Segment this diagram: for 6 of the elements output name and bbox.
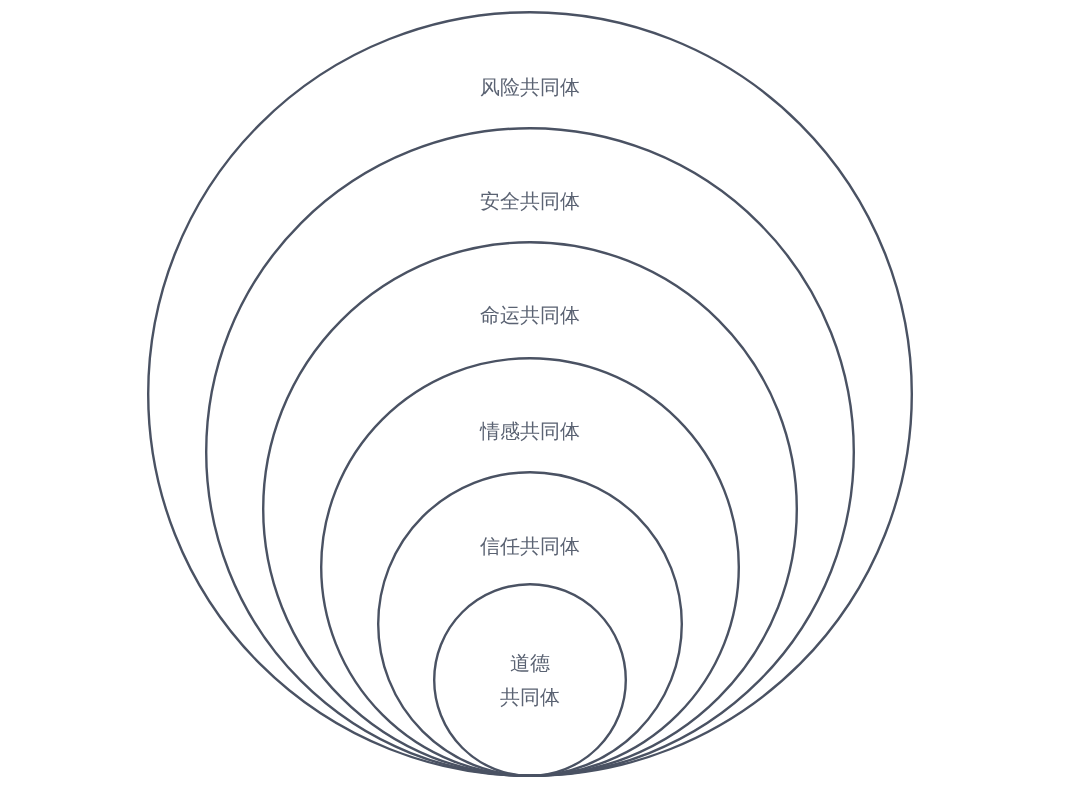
circle-label: 安全共同体 bbox=[480, 188, 580, 215]
circle-label: 情感共同体 bbox=[480, 418, 580, 445]
circle-label: 道德共同体 bbox=[500, 650, 560, 711]
circle-label: 风险共同体 bbox=[480, 74, 580, 101]
circle-label: 命运共同体 bbox=[480, 302, 580, 329]
circle-label: 信任共同体 bbox=[480, 533, 580, 560]
